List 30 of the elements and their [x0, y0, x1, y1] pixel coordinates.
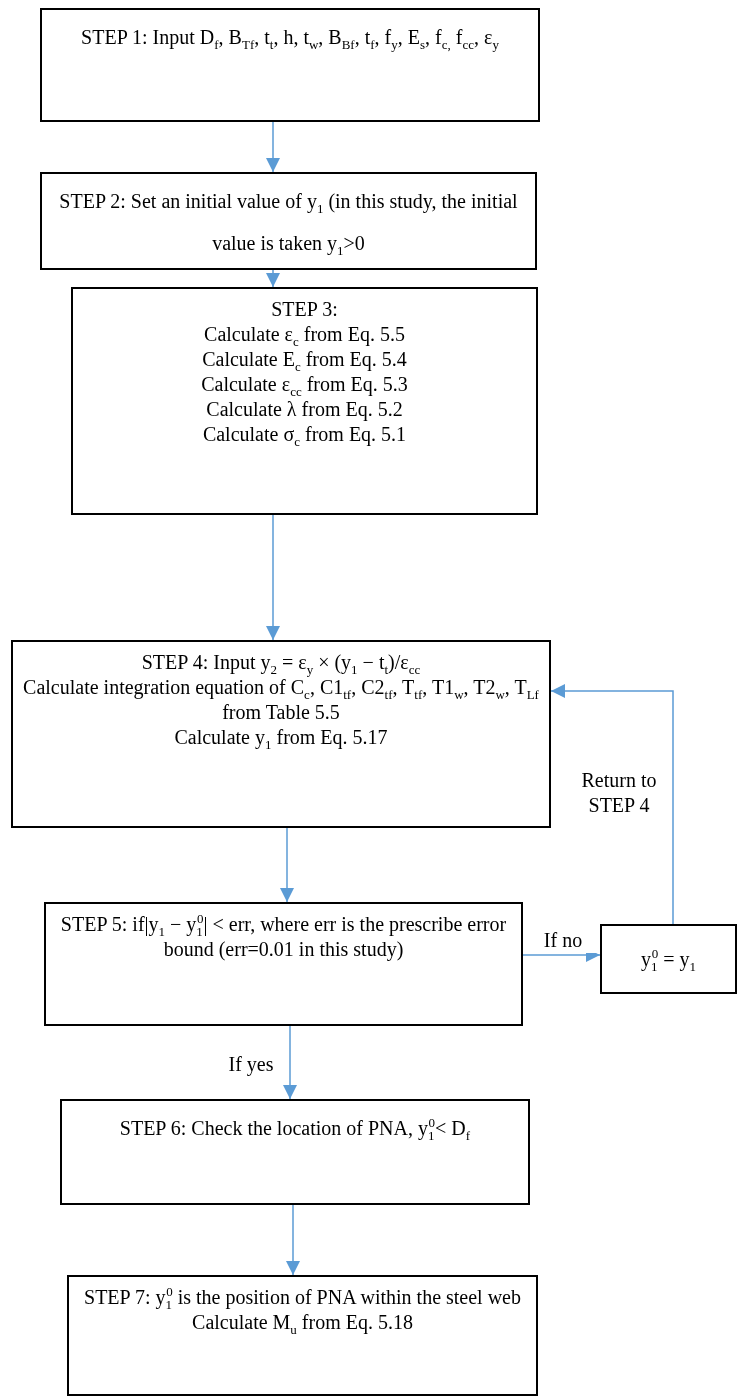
step-text: Calculate M$_{u}$ from Eq. 5.18 [192, 1310, 413, 1335]
process-box [40, 8, 540, 122]
arrow [550, 684, 674, 925]
step-text: STEP 6: Check the location of PNA, y$_{1}$$^{0}$< D$_{f}$ [119, 1114, 471, 1145]
step-text: Calculate E$_{c}$ from Eq. 5.4 [202, 347, 407, 372]
process-box [60, 1099, 530, 1205]
arrow [280, 827, 294, 903]
step-heading: STEP 3: [271, 297, 338, 322]
step-heading: STEP 4: Input y$_{2}$ = ε$_{y}$ × (y$_{1}$ − t$_{t}$)/ε$_{cc}$ [141, 650, 421, 675]
arrow [266, 514, 280, 641]
arrow [283, 1025, 297, 1100]
step-heading: STEP 7: y$_{1}$$^{0}$ is the position of PNA within the steel web [84, 1285, 521, 1310]
step-text: Calculate λ from Eq. 5.2 [206, 397, 403, 422]
process-box [600, 924, 737, 994]
step-text: STEP 5: if|y$_{1}$ − y$_{1}$$^{0}$| < err, where err is the prescribe error bound (err=0.01 in this study) [59, 912, 508, 962]
step-text: STEP 2: Set an initial value of y$_{1}$ (in this study, the initial value is taken y$_{1}$>0 [58, 189, 519, 260]
step-text: y$_{1}$$^{0}$ = y$_{1}$ [641, 946, 696, 972]
step-text: Calculate σ$_{c}$ from Eq. 5.1 [202, 422, 407, 447]
step-text: STEP 1: Input D$_{f}$, B$_{Tf}$, t$_{t}$, h, t$_{w}$, B$_{Bf}$, t$_{f}$, f$_{y}$, E$_{s}$, f$_{c,}$ f$_{cc}$, ε$_{y}$ [81, 25, 499, 54]
process-box [67, 1275, 538, 1396]
arrow [286, 1204, 300, 1276]
process-box [11, 640, 551, 828]
step-text: Calculate ε$_{c}$ from Eq. 5.5 [204, 322, 405, 347]
process-box [44, 902, 523, 1026]
process-box [71, 287, 538, 515]
arrow [266, 269, 280, 288]
process-box [40, 172, 537, 270]
arrow [266, 121, 280, 173]
step-text: Calculate y$_{1}$ from Eq. 5.17 [174, 725, 388, 750]
step-text: Calculate ε$_{cc}$ from Eq. 5.3 [201, 372, 408, 397]
